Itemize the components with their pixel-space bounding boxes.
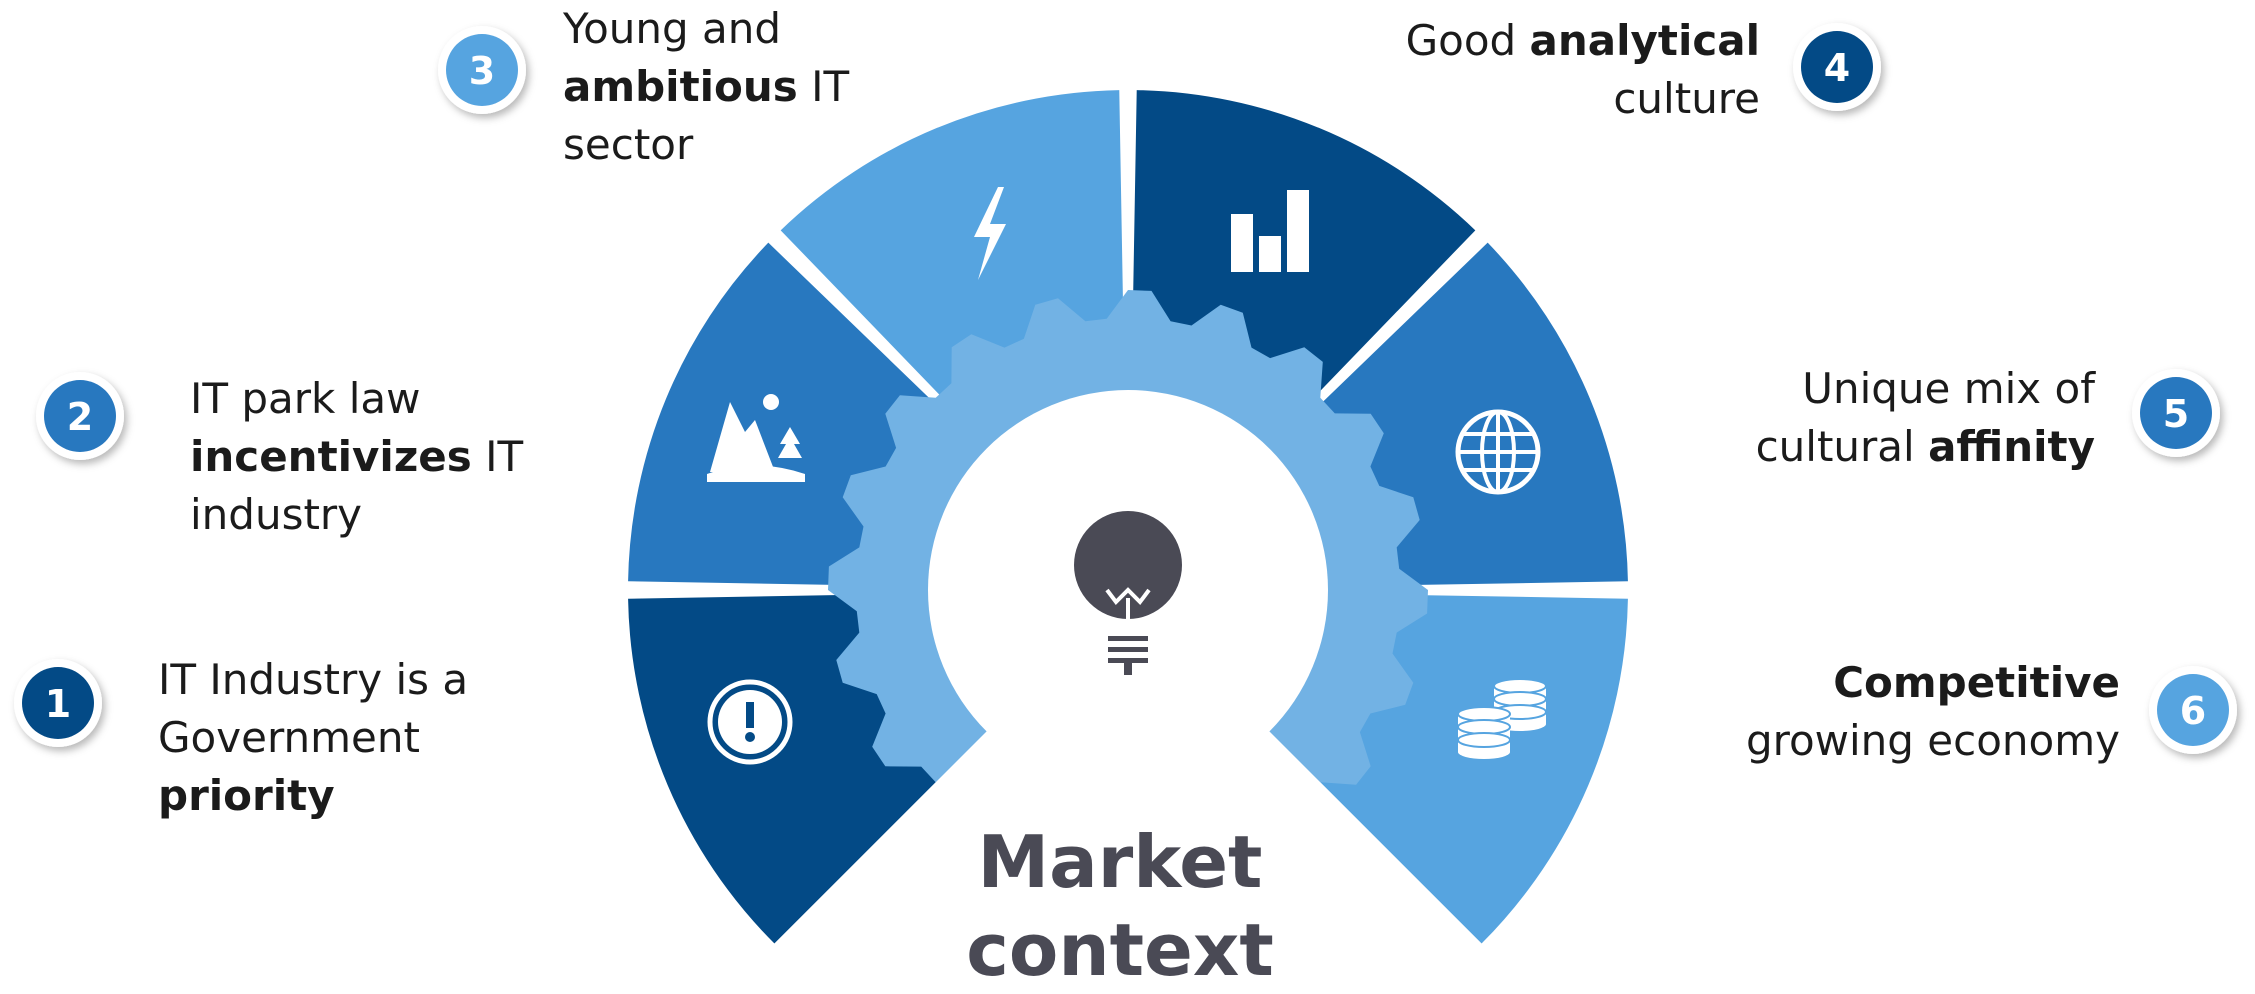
badge-5: 5	[2132, 369, 2220, 457]
segment-icons	[707, 187, 1547, 765]
badge-number: 4	[1824, 46, 1850, 90]
label-2: IT park law incentivizes IT industry	[190, 374, 524, 539]
coins-icon	[1457, 678, 1547, 759]
number-badges: 1 2 3 4 5 6	[14, 23, 2237, 754]
badge-number: 2	[67, 395, 93, 439]
title-line-1: Market	[977, 820, 1263, 904]
badge-1: 1	[14, 659, 102, 747]
label-6: Competitive growing economy	[1745, 658, 2120, 765]
label-4: Good analytical culture	[1405, 16, 1760, 123]
title-line-2: context	[966, 908, 1274, 992]
badge-3: 3	[438, 26, 526, 114]
badge-4: 4	[1793, 23, 1881, 111]
lightbulb-icon	[1074, 511, 1182, 675]
badge-2: 2	[36, 372, 124, 460]
exclamation-icon	[707, 679, 793, 765]
label-1: IT Industry is a Government priority	[158, 655, 469, 820]
badge-6: 6	[2149, 666, 2237, 754]
label-3: Young and ambitious IT sector	[563, 4, 850, 169]
mountain-landscape-icon	[707, 394, 805, 482]
lightning-icon	[974, 187, 1006, 280]
bar-chart-icon	[1231, 190, 1309, 272]
badge-number: 5	[2163, 392, 2189, 436]
badge-number: 3	[469, 49, 495, 93]
badge-number: 6	[2180, 689, 2206, 733]
badge-number: 1	[45, 682, 71, 726]
diagram-title: Market context	[920, 818, 1320, 994]
label-5: Unique mix of cultural affinity	[1755, 364, 2095, 471]
globe-icon	[1455, 409, 1541, 495]
